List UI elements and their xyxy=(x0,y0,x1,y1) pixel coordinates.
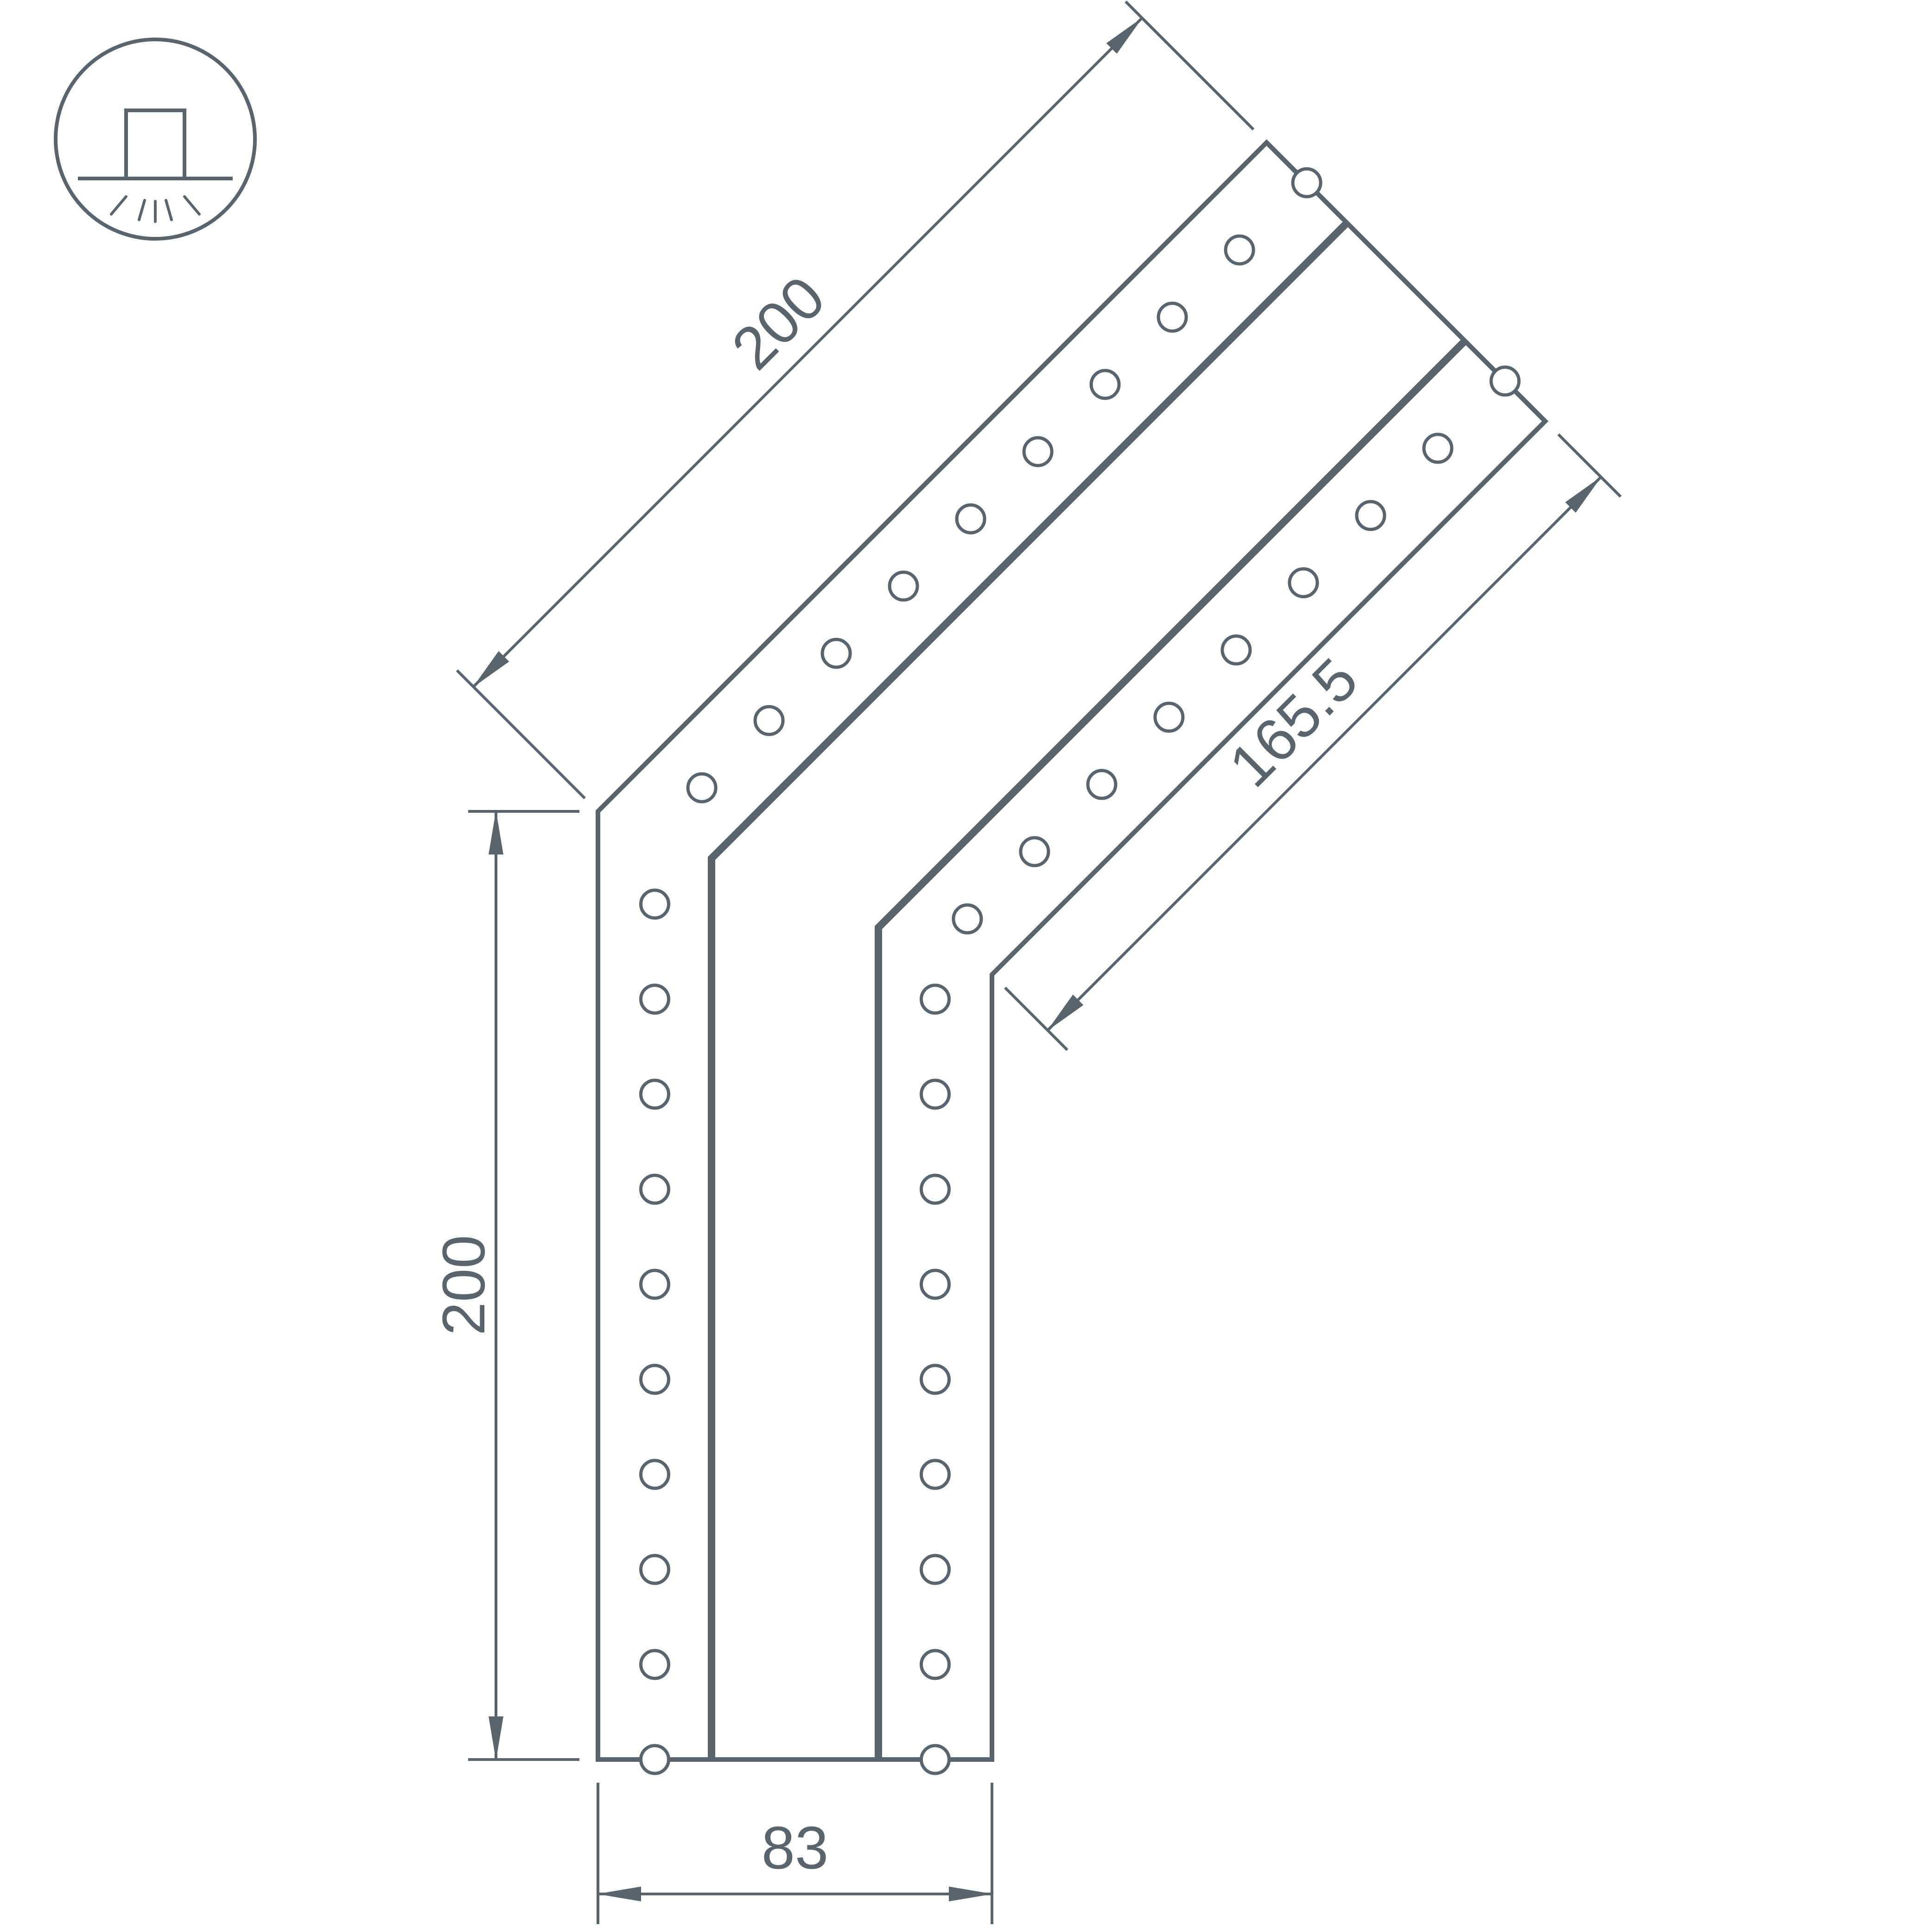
mounting-hole xyxy=(639,1554,670,1585)
profile-outline xyxy=(596,139,1549,1762)
mounting-hole xyxy=(1089,369,1121,400)
light-ray xyxy=(110,195,127,216)
mount-type-icon xyxy=(54,38,257,241)
dimension-label: 200 xyxy=(719,263,838,383)
mounting-hole xyxy=(1288,567,1319,599)
icon-light-rays xyxy=(110,195,201,223)
mounting-hole xyxy=(639,1078,670,1110)
mounting-hole xyxy=(1019,836,1050,867)
mounting-hole xyxy=(1086,769,1118,800)
mounting-hole xyxy=(753,705,785,736)
icon-lamp-body xyxy=(124,108,186,180)
mounting-hole xyxy=(639,1459,670,1490)
mounting-hole xyxy=(888,570,919,602)
mounting-holes xyxy=(639,234,1454,1680)
mounting-hole xyxy=(639,1364,670,1395)
mounting-hole xyxy=(1422,433,1454,464)
mounting-hole xyxy=(920,1649,951,1680)
mounting-hole xyxy=(639,1649,670,1680)
dimension-line xyxy=(472,17,1143,688)
dimension-diagonal-165-5: 165.5 xyxy=(1004,433,1622,1051)
mounting-hole xyxy=(920,1459,951,1490)
mounting-hole xyxy=(920,1269,951,1300)
mounting-hole xyxy=(1220,634,1252,666)
extension-line xyxy=(1125,0,1255,131)
edge-notch xyxy=(1489,365,1521,397)
corner-connector-profile xyxy=(596,139,1549,1775)
mounting-hole xyxy=(920,1554,951,1585)
edge-notch xyxy=(920,1744,951,1775)
mounting-hole xyxy=(639,983,670,1015)
mounting-hole xyxy=(1153,701,1185,733)
mounting-hole xyxy=(955,503,986,535)
mounting-hole xyxy=(920,983,951,1015)
light-ray xyxy=(165,199,173,221)
mounting-hole xyxy=(920,1078,951,1110)
dimension-label: 165.5 xyxy=(1216,645,1370,799)
mounting-hole xyxy=(639,888,670,920)
icon-circle xyxy=(54,38,257,241)
light-ray xyxy=(183,195,201,216)
dimension-vertical-200: 200 xyxy=(430,810,579,1761)
edge-notch xyxy=(1291,167,1322,198)
dimension-line xyxy=(1047,476,1602,1032)
extension-line xyxy=(456,669,586,799)
mounting-hole xyxy=(1022,436,1054,467)
dimension-label: 83 xyxy=(762,1814,829,1881)
edge-notches xyxy=(639,167,1521,1775)
edge-notch xyxy=(639,1744,670,1775)
extension-line xyxy=(1004,987,1068,1051)
web-line-right xyxy=(875,338,1468,1760)
light-ray xyxy=(138,199,146,221)
extension-line xyxy=(1557,433,1622,498)
mounting-hole xyxy=(639,1173,670,1205)
mounting-hole xyxy=(1157,301,1188,333)
mounting-hole xyxy=(920,1173,951,1205)
dimension-bottom-83: 83 xyxy=(597,1783,993,1924)
dimension-label: 200 xyxy=(430,1235,497,1336)
mounting-hole xyxy=(686,772,718,803)
mounting-hole xyxy=(820,638,852,669)
mounting-hole xyxy=(920,1364,951,1395)
mounting-hole xyxy=(1355,500,1386,531)
mounting-hole xyxy=(952,903,983,935)
dimension-diagonal-200: 200 xyxy=(456,0,1255,799)
mounting-hole xyxy=(639,1269,670,1300)
mounting-hole xyxy=(1224,234,1255,266)
